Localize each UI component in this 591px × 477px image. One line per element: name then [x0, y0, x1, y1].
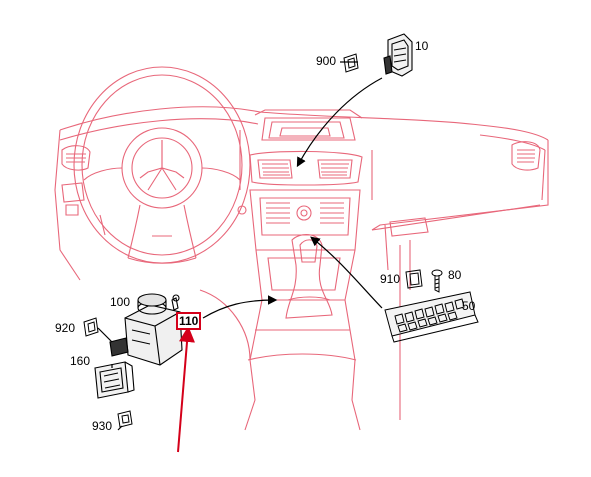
part-100-switch-module: [109, 293, 183, 366]
label-part-10[interactable]: 10: [415, 39, 429, 53]
part-920-connector: [83, 317, 99, 337]
part-50-switch-panel: [384, 291, 479, 343]
label-part-110-highlighted[interactable]: 110: [176, 312, 202, 330]
label-part-910[interactable]: 910: [380, 272, 401, 286]
part-10-switch: [383, 33, 413, 77]
part-910-connector: [405, 269, 423, 289]
part-930-connector: [117, 410, 133, 428]
part-80-screw: [431, 269, 443, 293]
part-160-switch: [94, 361, 135, 399]
highlight-arrow: [177, 326, 195, 453]
label-part-930[interactable]: 930: [92, 419, 113, 433]
label-part-920[interactable]: 920: [55, 321, 76, 335]
part-900-connector: [343, 53, 359, 73]
label-part-50[interactable]: 50: [462, 299, 476, 313]
label-part-80[interactable]: 80: [448, 268, 462, 282]
leader-lines: [97, 61, 383, 431]
label-part-160[interactable]: 160: [70, 354, 91, 368]
dashboard-outline: [54, 106, 549, 431]
steering-wheel: [73, 66, 251, 264]
label-part-900[interactable]: 900: [316, 54, 337, 68]
label-part-100[interactable]: 100: [110, 295, 131, 309]
